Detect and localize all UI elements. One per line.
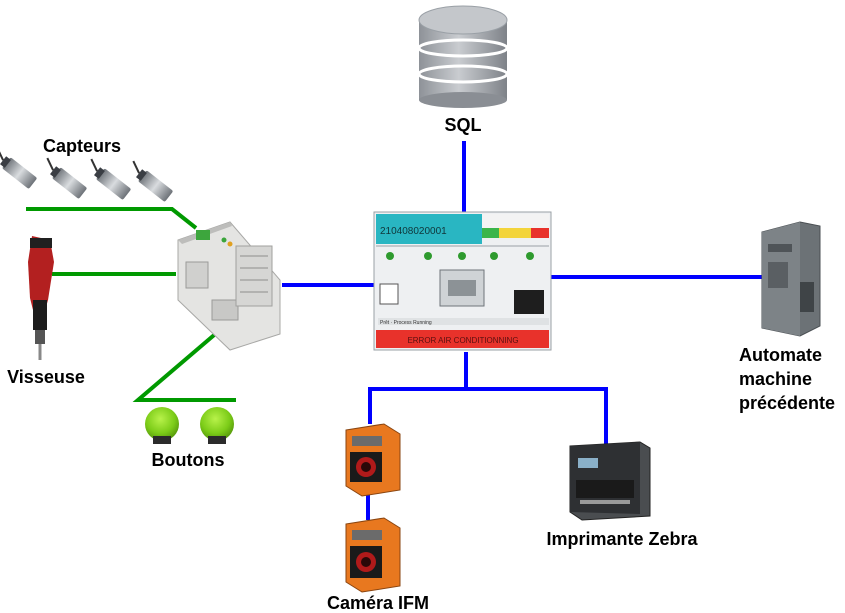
database-icon [417, 5, 509, 108]
imprimante-label: Imprimante Zebra [546, 529, 698, 549]
industrial-camera-icon [345, 423, 401, 497]
boutons-label: Boutons [152, 450, 225, 470]
electric-screwdriver-icon [28, 236, 54, 360]
hmi-screen: 210408020001 Prêt · Process Running ERRO… [373, 211, 552, 351]
automate-label-line-3: précédente [739, 393, 835, 413]
link-buttons-controller [132, 328, 236, 402]
push-button-icon [145, 407, 234, 444]
hmi-status: Prêt · Process Running [380, 320, 432, 326]
ethernet-links [282, 141, 762, 520]
hmi-header-bar [376, 214, 482, 244]
label-printer-icon [569, 441, 651, 521]
sql-label: SQL [444, 115, 481, 135]
wago-controller-icon [177, 221, 281, 351]
automate-label-line-2: machine [739, 369, 812, 389]
automate-label: Automate machine précédente [739, 345, 835, 413]
hmi-alarm-text: ERROR AIR CONDITIONNING [407, 336, 518, 345]
hmi-alarm-bar [376, 330, 549, 348]
industrial-camera-icon [345, 517, 401, 593]
hmi-serial: 210408020001 [380, 226, 447, 237]
capteurs-label: Capteurs [43, 136, 121, 156]
siemens-plc-icon [761, 221, 821, 337]
link-sensors-controller [26, 207, 198, 230]
proximity-sensor-icon [0, 147, 173, 202]
camera-label: Caméra IFM [327, 593, 429, 613]
visseuse-label: Visseuse [7, 367, 85, 387]
automate-label-line-1: Automate [739, 345, 822, 365]
field-links [26, 207, 236, 402]
